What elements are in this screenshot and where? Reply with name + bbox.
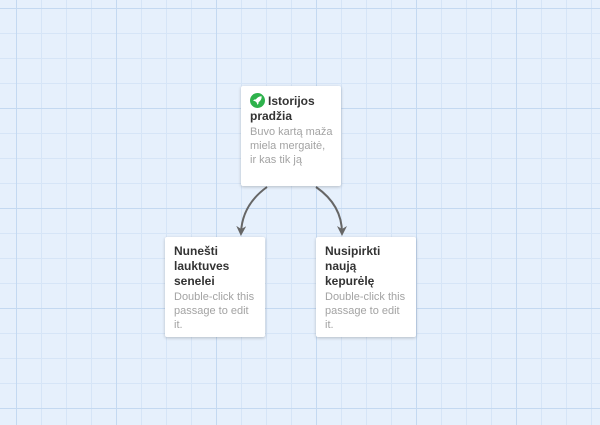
passage-title: Istorijos pradžia (250, 93, 333, 124)
rocket-icon (250, 93, 265, 108)
passage-excerpt: Double-click this passage to edit it. (325, 291, 406, 331)
passage-excerpt: Double-click this passage to edit it. (174, 291, 255, 331)
link-arrow-left (236, 186, 268, 236)
passage-excerpt: Buvo kartą maža miela mergaitė, ir kas t… (250, 126, 333, 166)
passage-card-nusipirkti[interactable]: Nusipirkti naują kepurėlę Double-click t… (316, 237, 416, 337)
passage-title: Nusipirkti naują kepurėlę (325, 244, 381, 288)
passage-card-start[interactable]: Istorijos pradžia Buvo kartą maža miela … (241, 86, 341, 186)
link-arrow-right (315, 186, 347, 236)
passage-title-text: Istorijos pradžia (250, 94, 315, 123)
passage-card-nunesti[interactable]: Nunešti lauktuves senelei Double-click t… (165, 237, 265, 337)
passage-title: Nunešti lauktuves senelei (174, 244, 230, 288)
